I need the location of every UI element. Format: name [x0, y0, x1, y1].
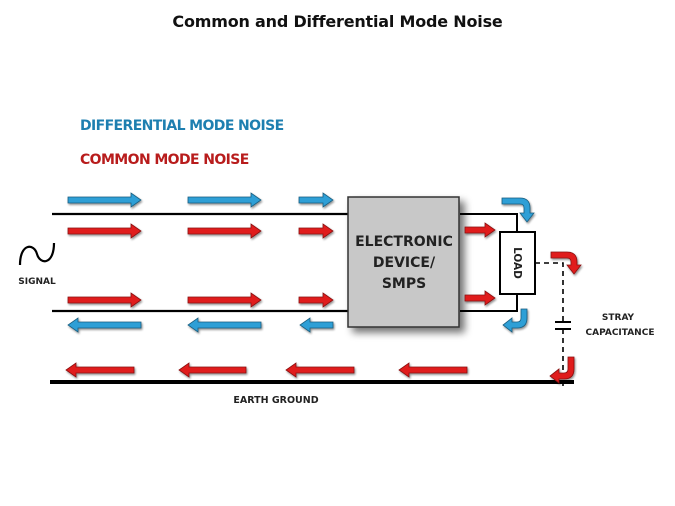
signal-sine-icon — [18, 242, 56, 266]
cm-arrow-ground-left — [178, 362, 247, 378]
cm-arrow-right — [298, 223, 334, 239]
cm-arrow-right — [464, 290, 496, 306]
cm-arrow-ground-left — [65, 362, 135, 378]
cm-arrow-right — [187, 292, 262, 308]
dm-bent-arrow-top — [501, 197, 535, 223]
cm-arrow-ground-left — [285, 362, 355, 378]
cm-arrow-right — [298, 292, 334, 308]
stray-capacitance-dashed-wire — [535, 262, 564, 322]
dm-arrow-left — [187, 317, 262, 333]
dm-arrow-left — [67, 317, 142, 333]
cm-arrow-right — [187, 223, 262, 239]
legend-common-mode: COMMON MODE NOISE — [80, 152, 249, 168]
earth-ground-label: EARTH GROUND — [233, 395, 318, 406]
cm-arrow-right — [464, 222, 496, 238]
load-label: LOAD — [511, 247, 523, 279]
dm-arrow-left — [299, 317, 334, 333]
stray-label-line1: STRAY — [602, 313, 635, 323]
cm-arrow-right — [67, 292, 142, 308]
dm-bent-arrow-bottom — [502, 308, 528, 333]
bottom-load-wire — [460, 294, 518, 312]
cm-arrow-ground-left — [398, 362, 468, 378]
device-label-line1: ELECTRONIC — [355, 234, 453, 250]
cm-arrow-right — [67, 223, 142, 239]
dm-arrow-right — [298, 192, 334, 208]
dm-arrow-right — [67, 192, 142, 208]
load-box — [499, 231, 536, 295]
signal-label: SIGNAL — [18, 277, 56, 287]
dm-arrow-right — [187, 192, 262, 208]
top-load-wire — [460, 213, 518, 232]
stray-label-line2: CAPACITANCE — [586, 328, 655, 338]
cm-bent-arrow-ground — [549, 356, 575, 384]
cm-bent-arrow-load — [550, 251, 582, 275]
device-label-line3: SMPS — [382, 276, 426, 292]
legend-differential-mode: DIFFERENTIAL MODE NOISE — [80, 118, 284, 134]
device-label-line2: DEVICE/ — [373, 255, 436, 271]
diagram-title: Common and Differential Mode Noise — [172, 12, 503, 31]
electronic-device-box — [347, 196, 460, 328]
